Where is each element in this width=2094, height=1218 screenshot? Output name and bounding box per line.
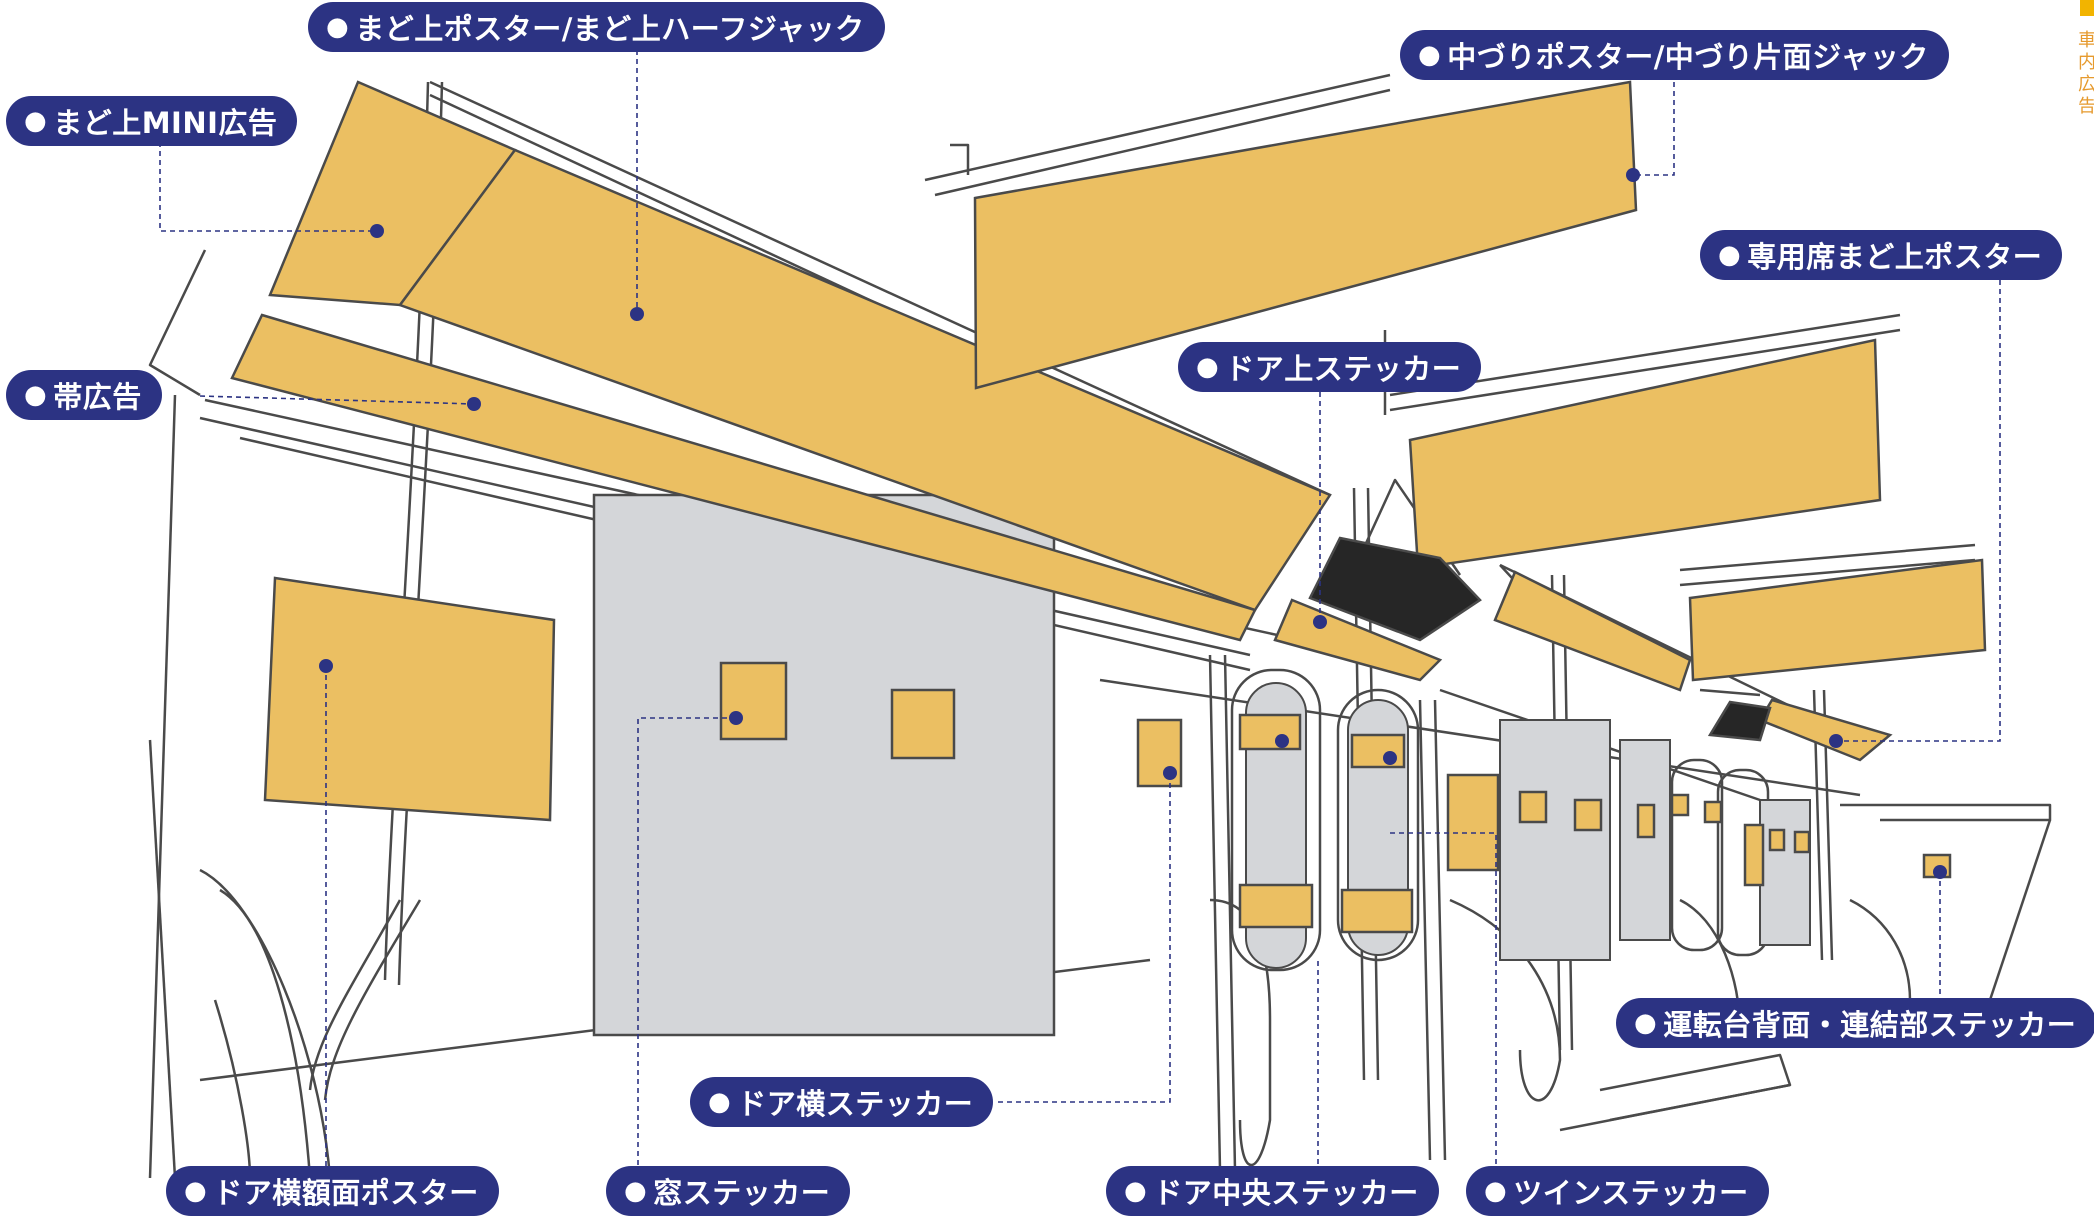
leader-madoue-mini <box>159 142 377 232</box>
bullet-icon: ● <box>1124 1176 1148 1206</box>
bullet-icon: ● <box>624 1176 648 1206</box>
label-text: ドア中央ステッカー <box>1153 1176 1419 1210</box>
dot-senyouseki-poster <box>1829 734 1843 748</box>
upper-band-area-2 <box>1493 570 1692 692</box>
leader-dots <box>319 168 1947 879</box>
far-window-sticker-3 <box>1636 803 1656 839</box>
far-window-sticker-4 <box>1768 828 1786 852</box>
leader-senyouseki-poster <box>1836 280 2001 742</box>
label-text: 運転台背面・連結部ステッカー <box>1663 1008 2077 1042</box>
leader-nakazuri-poster <box>1633 82 1675 176</box>
twin-sticker-right <box>1340 888 1414 934</box>
leader-window <box>637 717 736 1166</box>
window-panel <box>592 493 1056 1037</box>
label-unten-sticker: ● 運転台背面・連結部ステッカー <box>1616 998 2094 1048</box>
label-text: ツインステッカー <box>1513 1176 1749 1210</box>
label-text: 帯広告 <box>53 380 142 414</box>
bullet-icon: ● <box>1634 1008 1658 1038</box>
dot-madoue-poster <box>630 307 644 321</box>
leader-door-side <box>998 773 1171 1103</box>
bullet-icon: ● <box>1718 240 1742 270</box>
label-door-top-sticker: ● ドア上ステッカー <box>1178 342 1482 392</box>
dot-obi <box>467 397 481 411</box>
bullet-icon: ● <box>24 380 48 410</box>
window-sticker-area-2 <box>890 688 956 760</box>
bullet-icon: ● <box>24 106 48 136</box>
label-senyouseki-poster: ● 専用席まど上ポスター <box>1700 230 2063 280</box>
far-window-sticker-5 <box>1793 830 1811 854</box>
window-sticker-area-1 <box>719 661 788 741</box>
label-text: ドア上ステッカー <box>1225 352 1462 386</box>
dot-door-side <box>1163 766 1177 780</box>
dot-window <box>729 711 743 725</box>
leader-twin <box>1390 832 1497 1164</box>
label-madoue-mini: ● まど上MINI広告 <box>6 96 298 146</box>
senyouseki-poster-area-2 <box>1688 558 1987 682</box>
senyouseki-poster-area <box>1408 338 1882 570</box>
far-door-side-sticker-2 <box>1743 823 1765 887</box>
label-twin-sticker: ● ツインステッカー <box>1466 1166 1769 1216</box>
far-door-sticker-1 <box>1670 793 1690 817</box>
edge-cropped-text: 車内広告 <box>2078 30 2094 117</box>
bullet-icon: ● <box>326 12 350 42</box>
label-text: まど上MINI広告 <box>53 106 278 140</box>
bullet-icon: ● <box>1418 40 1442 70</box>
label-text: ドア横額面ポスター <box>213 1176 479 1210</box>
label-text: ドア横ステッカー <box>737 1087 974 1121</box>
label-door-side-sticker: ● ドア横ステッカー <box>690 1077 994 1127</box>
dot-unten <box>1933 865 1947 879</box>
label-text: まど上ポスター/まど上ハーフジャック <box>355 12 865 46</box>
leader-lines <box>159 50 2001 1166</box>
twin-sticker-left <box>1238 883 1314 929</box>
dot-nakazuri-poster <box>1626 168 1640 182</box>
far-window-panel-2 <box>1619 739 1671 941</box>
label-door-center-sticker: ● ドア中央ステッカー <box>1106 1166 1439 1216</box>
dot-door-frame <box>319 659 333 673</box>
label-door-frame-poster: ● ドア横額面ポスター <box>166 1166 499 1216</box>
dot-door-center-right <box>1383 751 1397 765</box>
door-frame-poster-area <box>263 576 556 822</box>
far-dark-window <box>1707 700 1772 742</box>
bullet-icon: ● <box>708 1087 732 1117</box>
label-text: 窓ステッカー <box>653 1176 831 1210</box>
door-center-sticker-left <box>1238 713 1302 751</box>
ad-areas <box>230 80 1987 934</box>
dot-door-top <box>1313 615 1327 629</box>
far-door-side-sticker <box>1446 773 1500 872</box>
obi-area <box>230 313 1257 642</box>
bullet-icon: ● <box>184 1176 208 1206</box>
label-nakazuri-poster: ● 中づりポスター/中づり片面ジャック <box>1400 30 1949 80</box>
door-center-sticker-right <box>1350 733 1406 769</box>
nakazuri-poster-area <box>973 80 1638 390</box>
label-window-sticker: ● 窓ステッカー <box>606 1166 851 1216</box>
far-window-sticker-2 <box>1573 798 1603 832</box>
far-window-panel-1 <box>1499 719 1611 961</box>
far-door-sticker-2 <box>1703 800 1723 824</box>
far-window-panel-3 <box>1759 799 1811 946</box>
label-obi-kokoku: ● 帯広告 <box>6 370 162 420</box>
label-text: 中づりポスター/中づり片面ジャック <box>1447 40 1929 74</box>
door-top-dark-window <box>1308 536 1482 642</box>
label-text: 専用席まど上ポスター <box>1747 240 2043 274</box>
bullet-icon: ● <box>1484 1176 1508 1206</box>
edge-accent-mark <box>2080 0 2094 16</box>
dot-madoue-mini <box>370 224 384 238</box>
bullet-icon: ● <box>1196 352 1220 382</box>
far-window-sticker-1 <box>1518 790 1548 824</box>
label-madoue-poster: ● まど上ポスター/まど上ハーフジャック <box>308 2 885 52</box>
leader-obi <box>199 395 475 405</box>
dot-door-center-left <box>1275 734 1289 748</box>
